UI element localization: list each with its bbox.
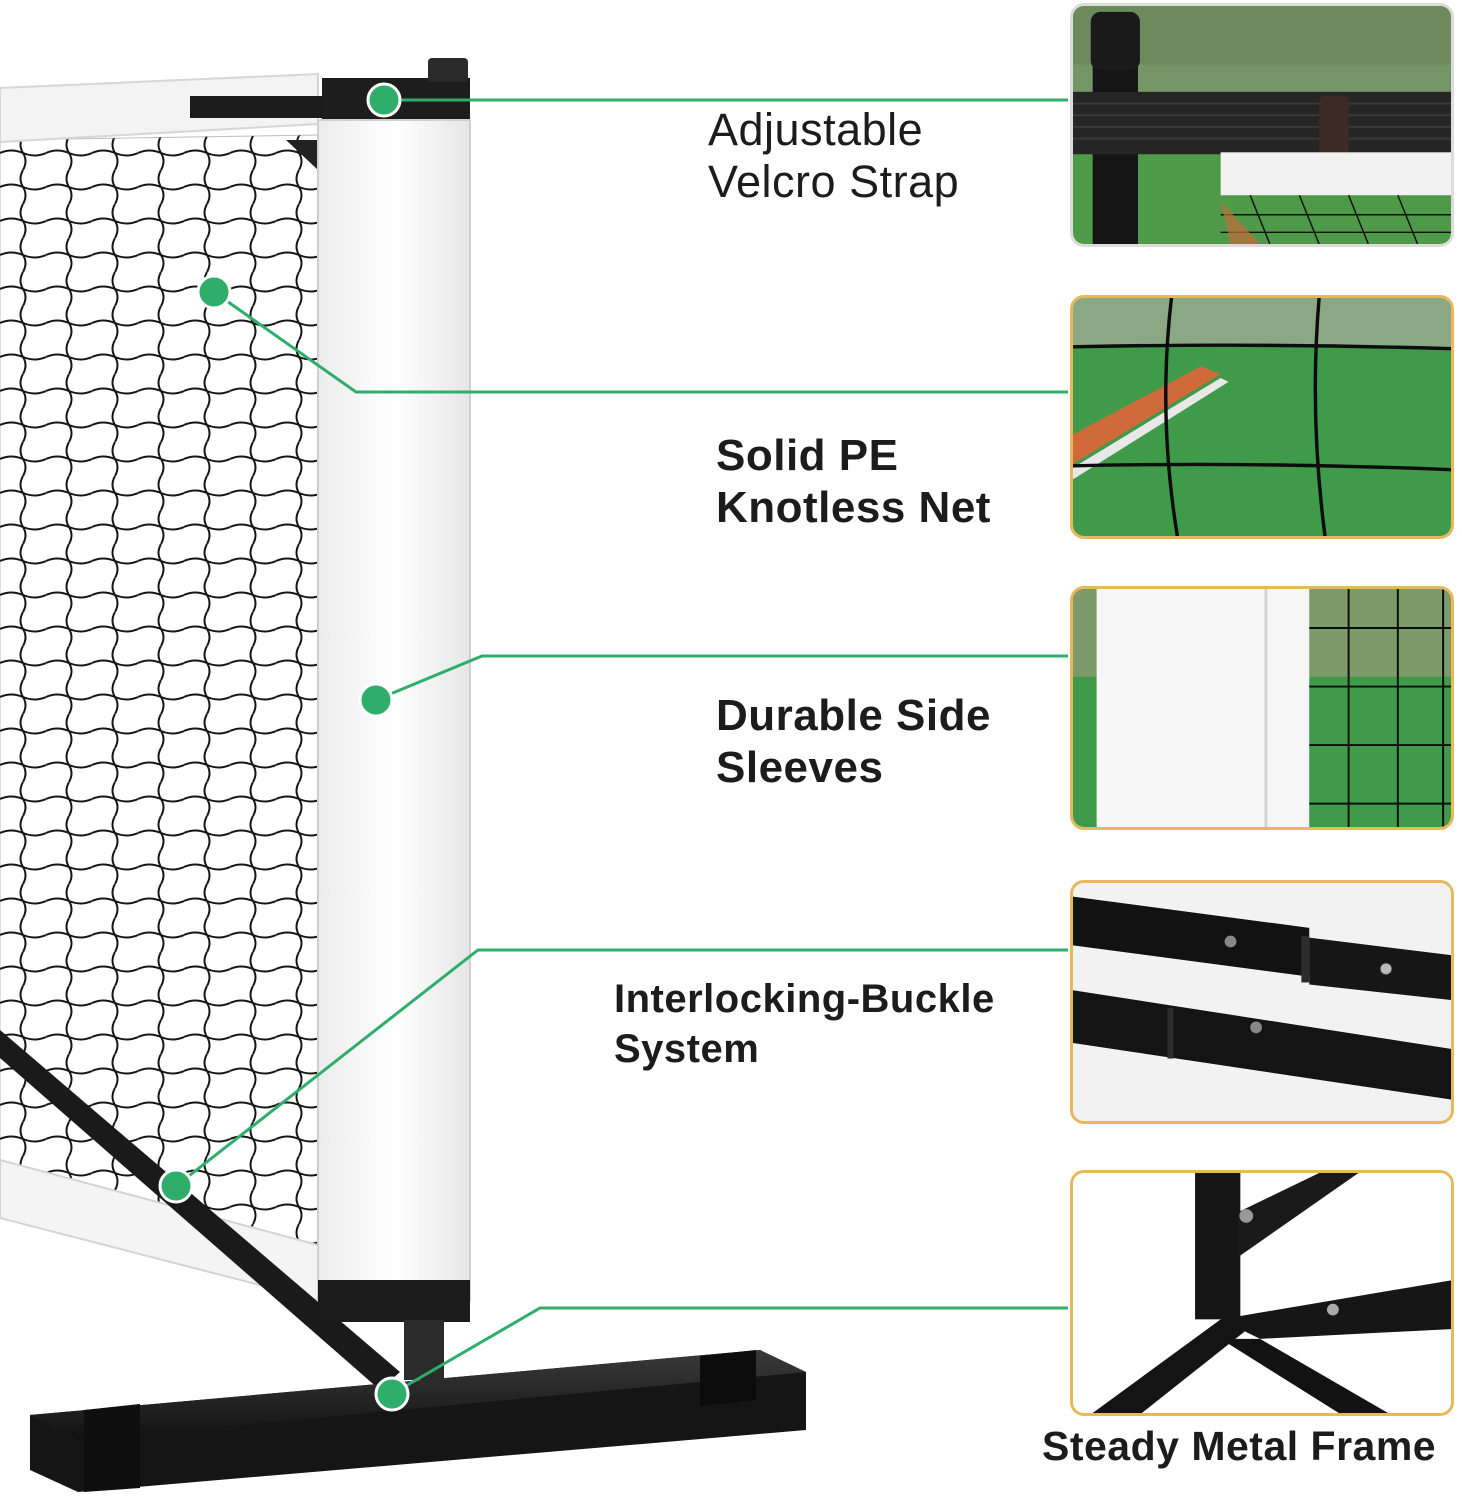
feature-label-frame: Steady Metal Frame	[1042, 1420, 1436, 1472]
feature-label-line: Solid PE	[716, 431, 899, 480]
feature-label-line: Adjustable	[708, 104, 924, 155]
feature-label-line: Interlocking-Buckle	[614, 977, 995, 1021]
feature-label-line: Steady Metal Frame	[1042, 1423, 1437, 1469]
feature-label-net: Solid PE Knotless Net	[716, 430, 991, 534]
thumbnail-velcro-strap	[1070, 3, 1454, 247]
callout-dot-velcro	[366, 82, 402, 118]
thumbnail-metal-frame	[1070, 1170, 1454, 1416]
thumbnail-side-sleeves	[1070, 586, 1454, 830]
feature-label-line: Velcro Strap	[708, 156, 960, 207]
feature-label-velcro: Adjustable Velcro Strap	[708, 104, 959, 208]
feature-label-line: Sleeves	[716, 743, 884, 792]
support-pole	[0, 1030, 400, 1390]
callout-dot-sleeves	[358, 682, 394, 718]
base-foot	[30, 1350, 806, 1492]
callout-lines	[175, 98, 1068, 1396]
thumbnail-buckle-system	[1070, 880, 1454, 1124]
callout-dots	[158, 82, 410, 1412]
callout-dot-buckle	[158, 1168, 194, 1204]
feature-label-line: Durable Side	[716, 691, 991, 740]
feature-label-line: Knotless Net	[716, 483, 991, 532]
callout-dot-net	[196, 274, 232, 310]
feature-label-sleeves: Durable Side Sleeves	[716, 690, 991, 794]
feature-label-buckle: Interlocking-Buckle System	[614, 974, 995, 1074]
post-sleeve	[317, 58, 471, 1380]
feature-label-line: System	[614, 1027, 760, 1071]
callout-dot-frame	[374, 1376, 410, 1412]
thumbnail-knotless-net	[1070, 295, 1454, 539]
